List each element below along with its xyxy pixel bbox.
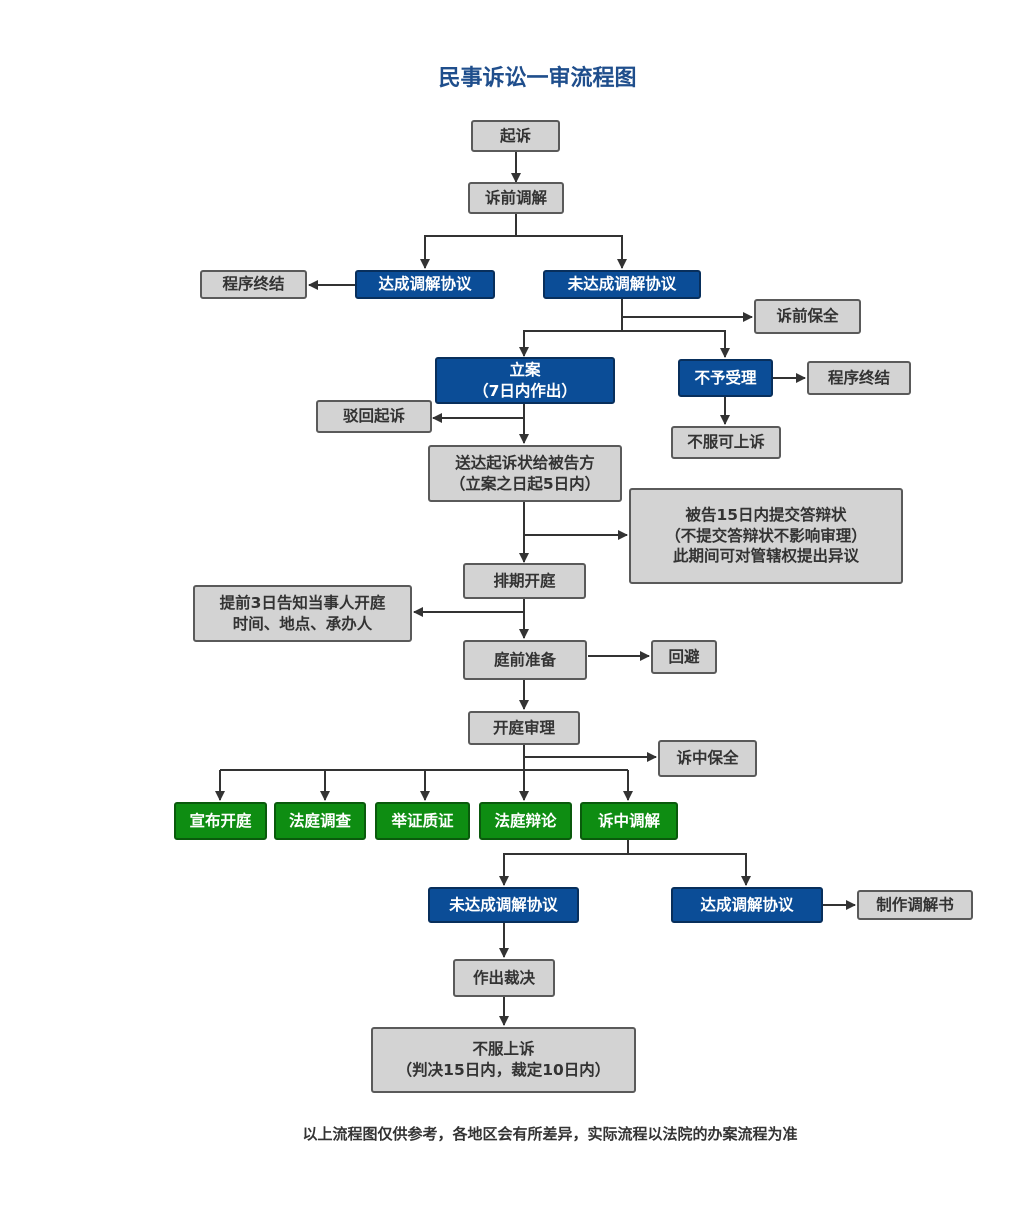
node-tiqian-line2: 时间、地点、承办人 [232, 614, 373, 633]
node-juzheng-zhizheng: 举证质证 [375, 802, 470, 840]
node-songda-line1: 送达起诉状给被告方 [455, 453, 595, 472]
footer-note: 以上流程图仅供参考，各地区会有所差异，实际流程以法院的办案流程为准 [302, 1125, 798, 1143]
arrow-suqian-branch [420, 213, 517, 269]
node-lian: 立案 （7日内作出） [435, 357, 615, 404]
node-suzhong-tiaojie: 诉中调解 [580, 802, 678, 840]
node-tiqian-gaozhi: 提前3日告知当事人开庭 时间、地点、承办人 [193, 585, 412, 642]
node-beigao-line3: 此期间可对管辖权提出异议 [672, 547, 859, 566]
node-songda-line2: （立案之日起5日内） [449, 474, 601, 493]
node-chengxu-zhongjie-2: 程序终结 [807, 361, 911, 395]
node-zhizuo-tiaojieshu: 制作调解书 [857, 890, 973, 920]
node-buyu-shouli: 不予受理 [678, 359, 773, 397]
node-weidacheng-tiaojie-1: 未达成调解协议 [543, 270, 701, 299]
node-fating-bianlun: 法庭辩论 [479, 802, 572, 840]
node-beigao-line2: （不提交答辩状不影响审理） [665, 526, 867, 545]
node-songda: 送达起诉状给被告方 （立案之日起5日内） [428, 445, 622, 502]
node-huibi: 回避 [651, 640, 717, 674]
node-paiqi-kaiting: 排期开庭 [463, 563, 586, 599]
arrow-tiaojie-branch-right [628, 853, 751, 886]
arrow-suqian-branch-right [516, 235, 627, 269]
node-lian-line1: 立案 [509, 360, 541, 379]
node-suqian-tiaojie: 诉前调解 [468, 182, 564, 214]
arrow-weidacheng-to-baoquan [621, 299, 753, 322]
node-weidacheng-tiaojie-2: 未达成调解协议 [428, 887, 579, 923]
node-kaiting-shenli: 开庭审理 [468, 711, 580, 745]
node-dacheng-tiaojie-1: 达成调解协议 [355, 270, 495, 299]
node-qisu: 起诉 [471, 120, 560, 152]
arrow-tiaojie-branch [499, 840, 629, 886]
arrow-weidacheng-branch [519, 317, 623, 357]
node-bohui-qisu: 驳回起诉 [316, 400, 432, 433]
node-bufu-keshangsu: 不服可上诉 [671, 426, 781, 459]
node-bufu-shangsu: 不服上诉 （判决15日内，裁定10日内） [371, 1027, 636, 1093]
node-tiqian-line1: 提前3日告知当事人开庭 [219, 593, 386, 612]
node-suqian-baoquan: 诉前保全 [754, 299, 861, 334]
arrow-kaiting-to-baoquan [523, 745, 657, 762]
node-bufu-line2: （判决15日内，裁定10日内） [396, 1061, 611, 1079]
node-zuochu-caijue: 作出裁决 [453, 959, 555, 997]
page-title: 民事诉讼一审流程图 [438, 66, 637, 91]
node-dacheng-tiaojie-2: 达成调解协议 [671, 887, 823, 923]
node-chengxu-zhongjie-1: 程序终结 [200, 270, 307, 299]
node-tingqian-zhunbei: 庭前准备 [463, 640, 587, 680]
node-fating-diaocha: 法庭调查 [274, 802, 366, 840]
node-beigao-dabian: 被告15日内提交答辩状 （不提交答辩状不影响审理） 此期间可对管辖权提出异议 [629, 488, 903, 584]
node-lian-line2: （7日内作出） [473, 381, 577, 400]
arrow-weidacheng-branch-right [622, 330, 730, 358]
node-suzhong-baoquan: 诉中保全 [658, 740, 757, 777]
node-beigao-line1: 被告15日内提交答辩状 [685, 505, 847, 524]
node-bufu-line1: 不服上诉 [472, 1040, 535, 1059]
node-xuanbu-kaiting: 宣布开庭 [174, 802, 267, 840]
